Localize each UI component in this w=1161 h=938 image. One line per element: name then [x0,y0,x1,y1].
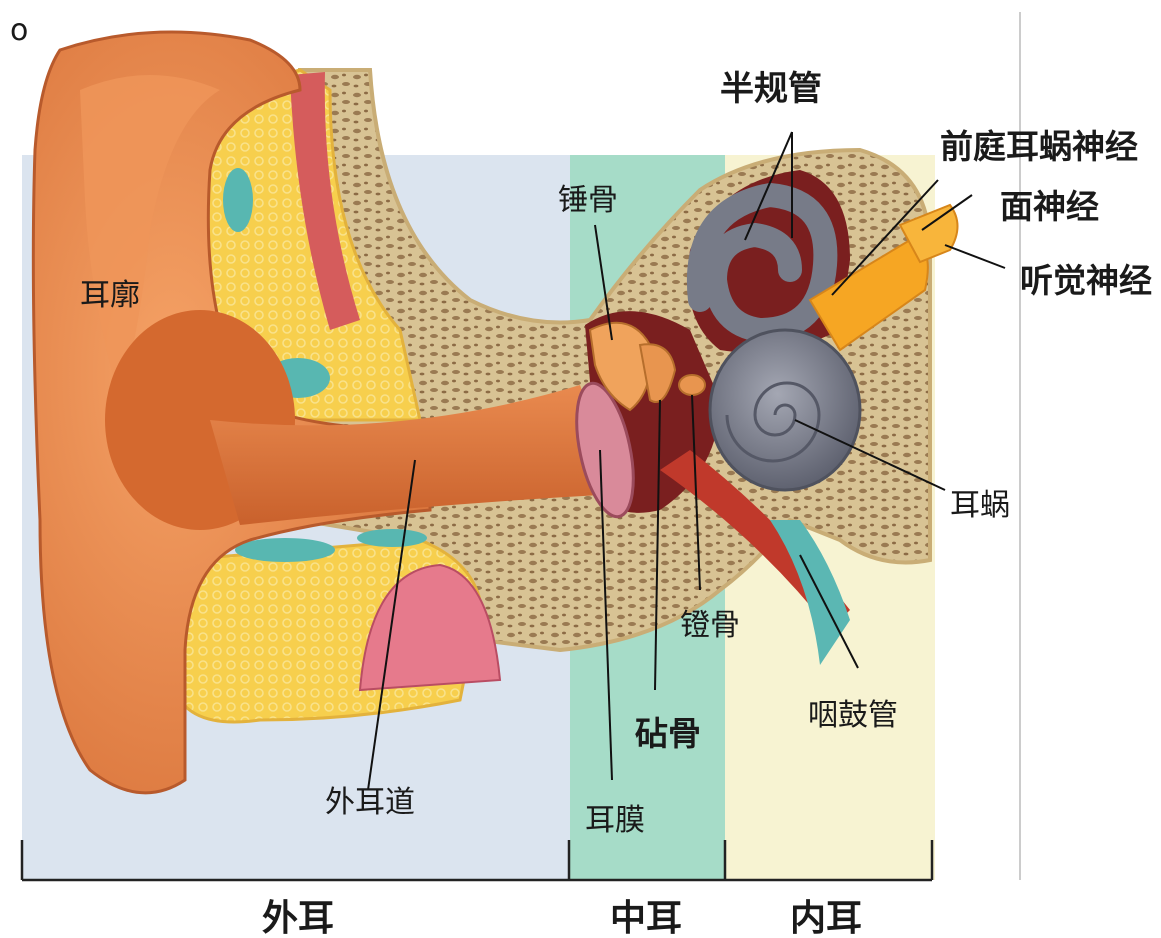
bullet-marker: o [10,13,28,48]
teal-fat-4 [357,529,427,547]
label-cochlea: 耳蜗 [950,488,1010,523]
teal-fat-3 [235,538,335,562]
label-ear-canal: 外耳道 [325,785,415,820]
teal-fat-1 [223,168,253,232]
label-auditory-nerve: 听觉神经 [1020,261,1152,300]
label-stapes: 镫骨 [680,608,740,643]
label-semicircular-canals: 半规管 [720,69,822,109]
label-vestibulocochlear-nerve: 前庭耳蜗神经 [940,127,1138,166]
region-label-inner: 内耳 [790,898,862,938]
label-malleus: 锤骨 [558,183,618,218]
label-incus: 砧骨 [635,714,701,753]
stapes [679,375,705,395]
label-eustachian-tube: 咽鼓管 [808,698,898,733]
region-label-middle: 中耳 [610,898,682,938]
label-eardrum: 耳膜 [585,803,645,838]
label-pinna: 耳廓 [80,278,140,313]
leader-auditory [945,245,1005,268]
cochlea [710,330,860,490]
region-label-outer: 外耳 [262,898,334,938]
label-facial-nerve: 面神经 [1000,187,1099,226]
